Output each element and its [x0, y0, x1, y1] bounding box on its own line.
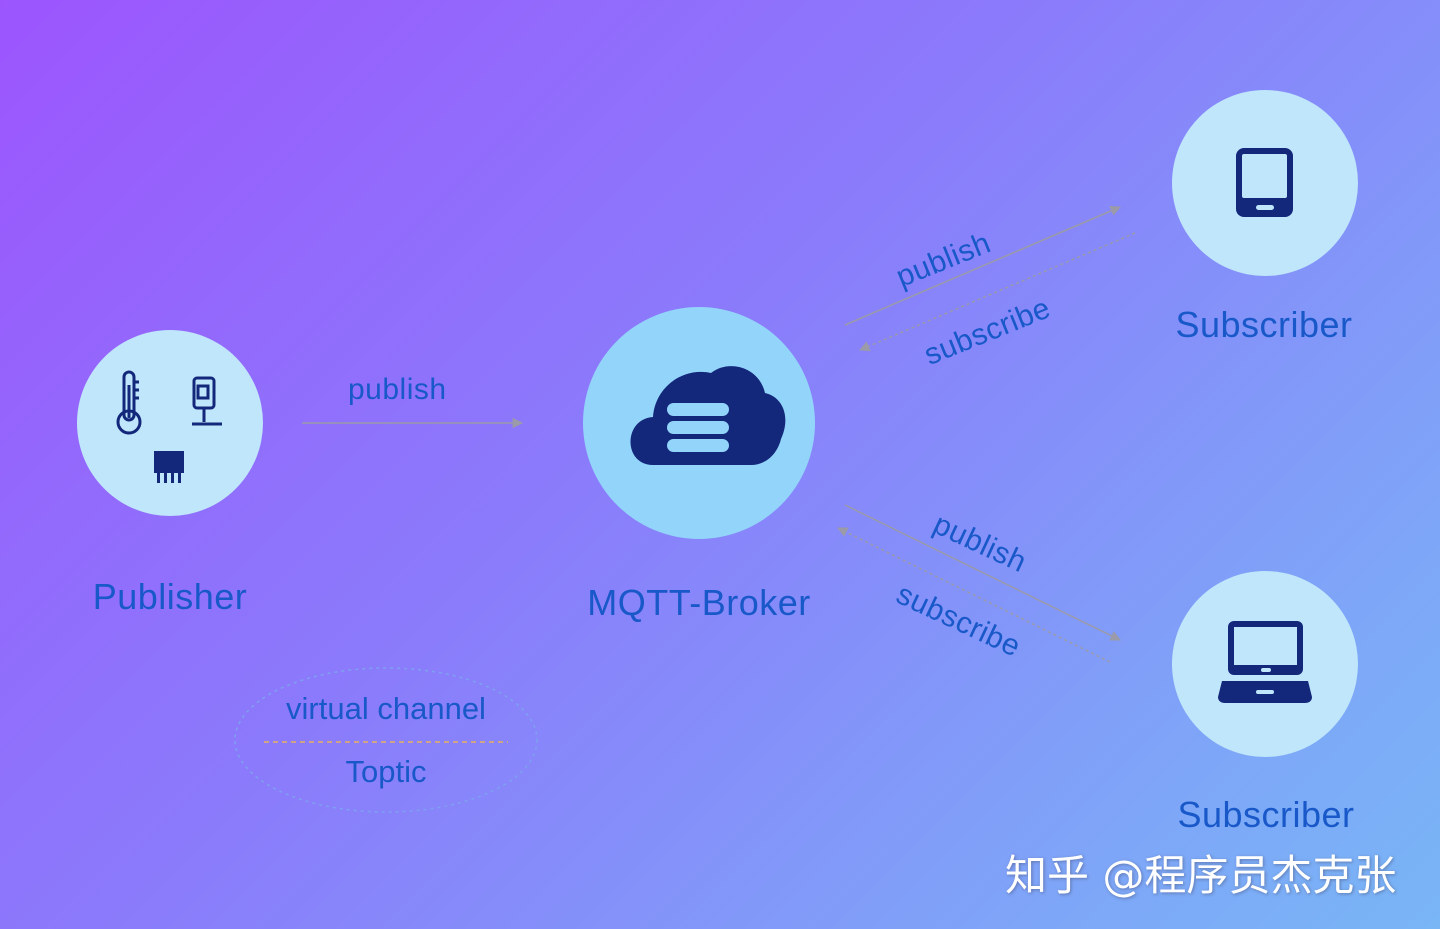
subscriber-top-node: [1172, 90, 1358, 276]
edge-label-publish-main: publish: [348, 373, 447, 406]
broker-label: MQTT-Broker: [587, 582, 811, 623]
subscriber-bottom-node: [1172, 571, 1358, 757]
watermark-text: 知乎 @程序员杰克张: [1005, 851, 1397, 900]
camera-icon: [192, 376, 222, 426]
laptop-icon: [1218, 621, 1312, 703]
arrow-top-subscriber-to-broker: [859, 232, 1136, 352]
channel-top-text: virtual channel: [286, 691, 486, 726]
publisher-node: [77, 330, 263, 516]
channel-bottom-text: Toptic: [345, 754, 427, 789]
chip-icon: [154, 451, 184, 483]
thermometer-icon: [116, 370, 142, 435]
subscriber-top-label: Subscriber: [1175, 304, 1353, 345]
arrow-bottom-subscriber-to-broker: [837, 527, 1111, 663]
tablet-icon: [1236, 148, 1293, 217]
publisher-label: Publisher: [92, 576, 248, 617]
cloud-server-icon: [630, 366, 786, 465]
arrow-broker-to-bottom-subscriber: [844, 504, 1121, 641]
arrow-broker-to-top-subscriber: [844, 205, 1121, 326]
subscriber-bottom-label: Subscriber: [1177, 794, 1355, 835]
broker-node: [583, 307, 815, 539]
channel-ellipse: [234, 667, 538, 813]
